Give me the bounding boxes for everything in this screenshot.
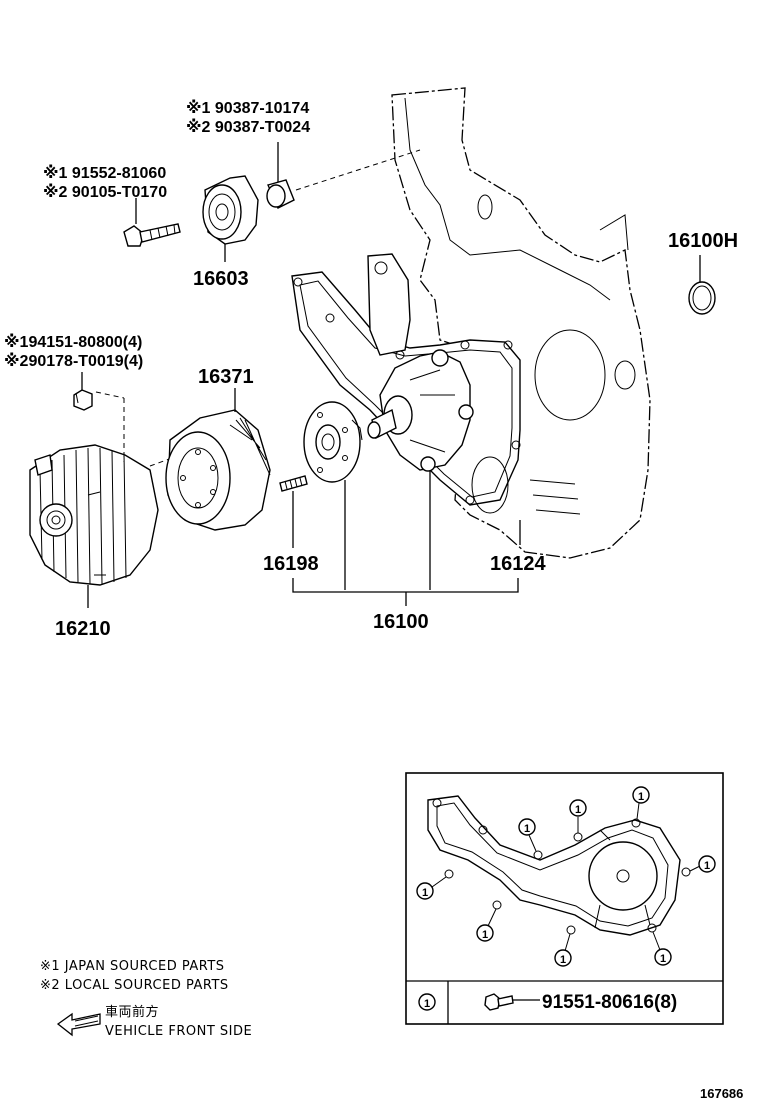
diagram-id: 167686 xyxy=(700,1086,743,1101)
legend-japan: ※1 JAPAN SOURCED PARTS xyxy=(40,959,225,974)
inset-bolt-part-number: 91551-80616(8) xyxy=(542,992,677,1013)
stud-16198: 16198 xyxy=(263,475,319,575)
part-ref-nut-l: ※290178-T0019(4) xyxy=(4,352,143,370)
part-ref-bolt-j: ※1 91552-81060 xyxy=(43,164,166,182)
inset-markers: 1 1 1 1 1 1 1 1 xyxy=(416,786,716,967)
marker-6: 1 xyxy=(482,929,488,941)
part-label-16100H: 16100H xyxy=(668,230,738,252)
idler-spacer xyxy=(266,142,421,209)
part-label-16603: 16603 xyxy=(193,268,249,290)
part-label-16198: 16198 xyxy=(263,553,319,575)
inset-row-marker: 1 xyxy=(424,998,430,1010)
idler-bolt xyxy=(123,198,181,247)
marker-8: 1 xyxy=(660,953,666,965)
inset-box: 1 1 1 1 1 1 1 1 1 91551-80616(8) xyxy=(405,772,724,1025)
timing-cover xyxy=(391,87,651,559)
part-ref-idler-l: ※2 90387-T0024 xyxy=(186,118,310,136)
marker-2: 1 xyxy=(638,791,644,803)
marker-1: 1 xyxy=(575,804,581,816)
part-label-16124: 16124 xyxy=(490,553,546,575)
assy-bracket xyxy=(292,470,519,606)
legend-front-en: VEHICLE FRONT SIDE xyxy=(105,1024,252,1039)
front-arrow-icon xyxy=(56,1012,101,1037)
marker-7: 1 xyxy=(560,954,566,966)
part-label-16210: 16210 xyxy=(55,618,111,640)
marker-5: 1 xyxy=(422,887,428,899)
water-pump-body xyxy=(367,349,474,472)
fan-clutch-16210: 16210 xyxy=(29,444,159,640)
inset-gasket xyxy=(427,795,691,936)
idler-pulley-16603: 16603 xyxy=(193,175,259,290)
fan-nut xyxy=(73,372,173,467)
part-ref-idler-j: ※1 90387-10174 xyxy=(186,99,309,117)
legend-front-jp: 車両前方 xyxy=(105,1004,159,1020)
legend-local: ※2 LOCAL SOURCED PARTS xyxy=(40,978,229,993)
part-label-16371: 16371 xyxy=(198,366,254,388)
marker-3: 1 xyxy=(524,823,530,835)
fan-pulley-16371: 16371 xyxy=(165,366,271,531)
pump-flange xyxy=(303,401,363,483)
part-label-16100: 16100 xyxy=(373,611,429,633)
part-ref-nut-j: ※194151-80800(4) xyxy=(4,333,142,351)
legend: ※1 JAPAN SOURCED PARTS ※2 LOCAL SOURCED … xyxy=(40,959,252,1039)
oring-16100H: 16100H xyxy=(668,230,738,315)
marker-4: 1 xyxy=(704,860,710,872)
part-ref-bolt-l: ※2 90105-T0170 xyxy=(43,183,167,201)
inset-bolt-icon xyxy=(484,993,540,1011)
